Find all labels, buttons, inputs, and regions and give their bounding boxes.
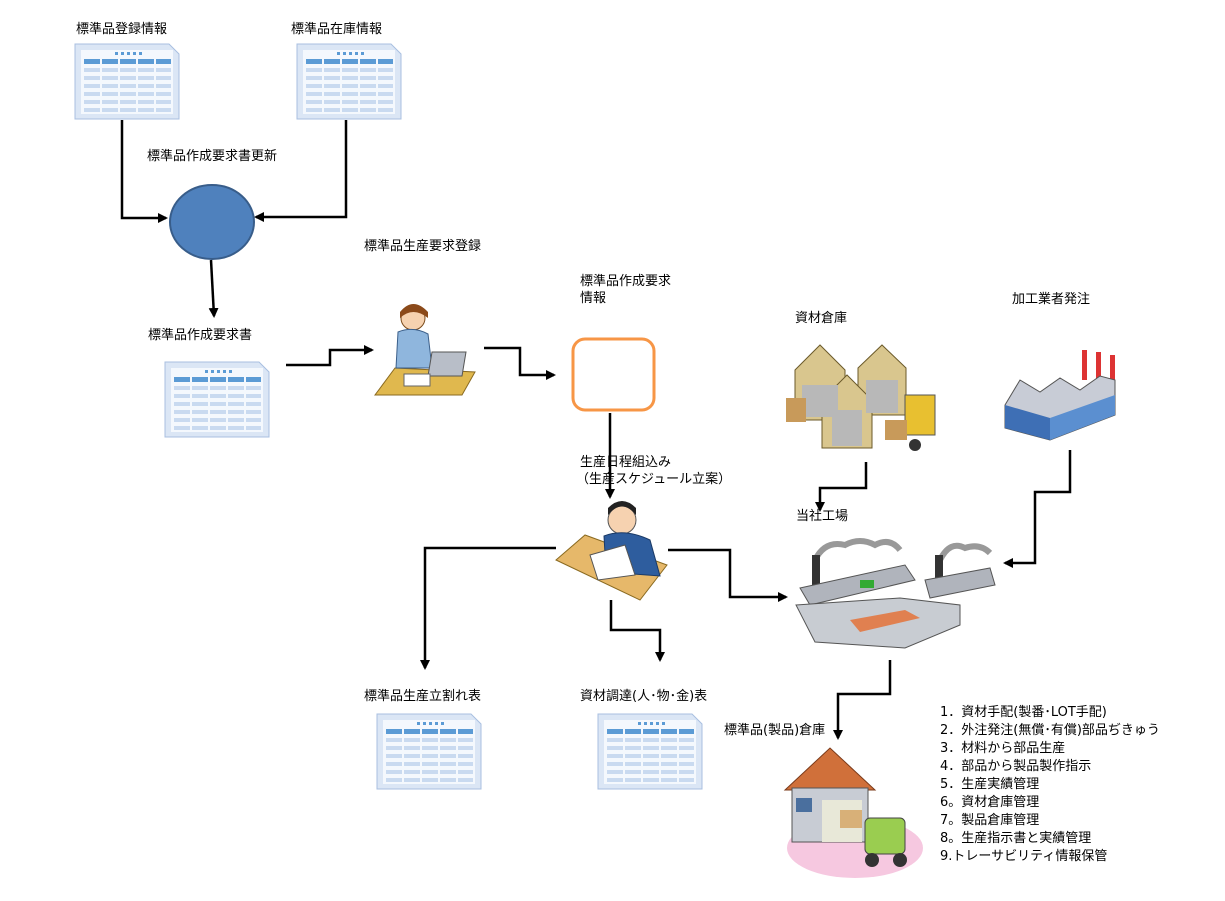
label-request-info-1: 標準品作成要求	[580, 274, 672, 289]
sheet-icon-request-doc	[164, 361, 270, 438]
label-subcontract-order: 加工業者発注	[1012, 292, 1091, 307]
label-schedule-1: 生産日程組込み	[580, 455, 672, 470]
label-schedule-2: （生産スケジュール立案）	[576, 472, 732, 487]
sheet-icon-split-table	[376, 713, 482, 790]
label-request-info-2: 情報	[580, 291, 607, 306]
function-list-item: 9.トレーサビリティ情報保管	[940, 849, 1108, 864]
data-store-box	[571, 337, 656, 412]
function-list-item: 4．部品から製品製作指示	[940, 759, 1092, 774]
label-process-register: 標準品生産要求登録	[364, 239, 482, 254]
process-circle	[169, 184, 255, 260]
material-warehouse-illustration	[786, 344, 936, 451]
function-list-item: 6。資材倉庫管理	[940, 795, 1040, 810]
function-list-item: 1．資材手配(製番･LOT手配)	[940, 705, 1107, 720]
function-list: 1．資材手配(製番･LOT手配) 2．外注発注(無償･有償)部品ぢきゅう 3．材…	[940, 704, 1160, 866]
sheet-icon-inventory	[296, 43, 402, 120]
label-registration-info: 標準品登録情報	[76, 22, 168, 37]
function-list-item: 3．材料から部品生産	[940, 741, 1066, 756]
sheet-icon-registration	[74, 43, 180, 120]
label-request-doc: 標準品作成要求書	[148, 328, 253, 343]
product-warehouse-illustration	[783, 747, 923, 878]
label-product-warehouse: 標準品(製品)倉庫	[724, 723, 826, 738]
label-inventory-info: 標準品在庫情報	[291, 22, 383, 37]
label-material-warehouse: 資材倉庫	[795, 311, 848, 326]
office-worker-illustration	[374, 304, 476, 396]
label-own-factory: 当社工場	[796, 509, 849, 524]
label-split-table: 標準品生産立割れ表	[364, 689, 482, 704]
label-process-update: 標準品作成要求書更新	[147, 149, 278, 164]
label-procurement-table: 資材調達(人･物･金)表	[580, 689, 708, 704]
function-list-item: 7。製品倉庫管理	[940, 813, 1040, 828]
subcontractor-factory-illustration	[1004, 350, 1116, 441]
sheet-icon-procurement	[597, 713, 703, 790]
own-factory-illustration	[795, 538, 996, 649]
function-list-item: 5．生産実績管理	[940, 777, 1040, 792]
function-list-item: 2．外注発注(無償･有償)部品ぢきゅう	[940, 723, 1160, 738]
function-list-item: 8。生産指示書と実績管理	[940, 831, 1092, 846]
arrows	[120, 120, 1072, 740]
planner-illustration	[555, 501, 668, 601]
